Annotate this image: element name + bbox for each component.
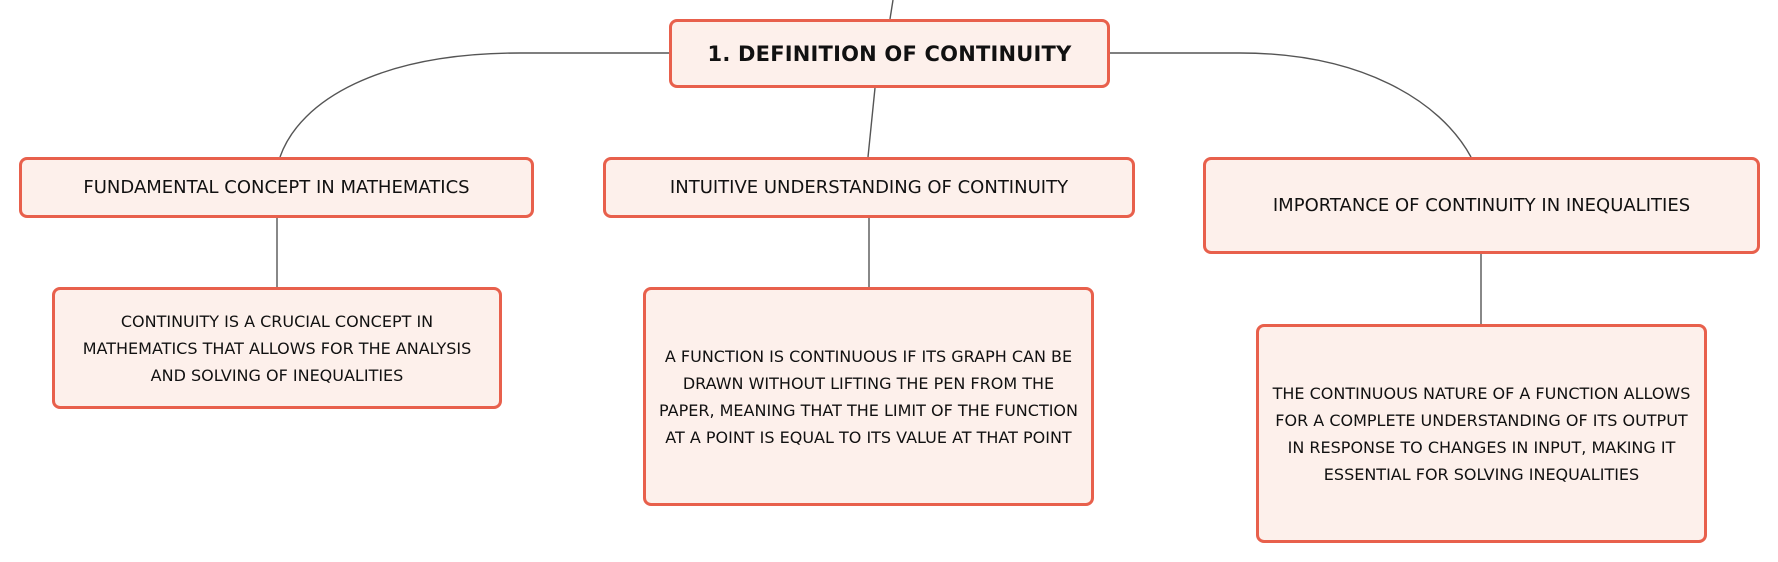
leaf-node-intuitive-understanding-detail[interactable]: A FUNCTION IS CONTINUOUS IF ITS GRAPH CA…: [643, 287, 1094, 506]
leaf-node-fundamental-concept-detail[interactable]: CONTINUITY IS A CRUCIAL CONCEPT IN MATHE…: [52, 287, 502, 409]
branch-label: INTUITIVE UNDERSTANDING OF CONTINUITY: [669, 176, 1069, 198]
connector-root-to-branch-2: [867, 87, 876, 158]
leaf-text: A FUNCTION IS CONTINUOUS IF ITS GRAPH CA…: [659, 346, 1078, 447]
branch-label: IMPORTANCE OF CONTINUITY IN INEQUALITIES: [1272, 194, 1691, 216]
root-node[interactable]: 1. DEFINITION OF CONTINUITY: [669, 19, 1110, 88]
connector-root-to-branch-3: [1110, 52, 1472, 158]
branch-node-intuitive-understanding[interactable]: INTUITIVE UNDERSTANDING OF CONTINUITY: [603, 157, 1135, 218]
branch-node-importance-in-inequalities[interactable]: IMPORTANCE OF CONTINUITY IN INEQUALITIES: [1203, 157, 1760, 254]
leaf-text: CONTINUITY IS A CRUCIAL CONCEPT IN MATHE…: [82, 311, 472, 385]
root-label: 1. DEFINITION OF CONTINUITY: [707, 41, 1072, 66]
leaf-node-importance-detail[interactable]: THE CONTINUOUS NATURE OF A FUNCTION ALLO…: [1256, 324, 1707, 543]
leaf-text: THE CONTINUOUS NATURE OF A FUNCTION ALLO…: [1272, 383, 1691, 484]
connector-root-to-branch-1: [279, 52, 670, 158]
connector-incoming-root: [889, 0, 894, 20]
branch-node-fundamental-concept[interactable]: FUNDAMENTAL CONCEPT IN MATHEMATICS: [19, 157, 534, 218]
branch-label: FUNDAMENTAL CONCEPT IN MATHEMATICS: [83, 176, 470, 198]
